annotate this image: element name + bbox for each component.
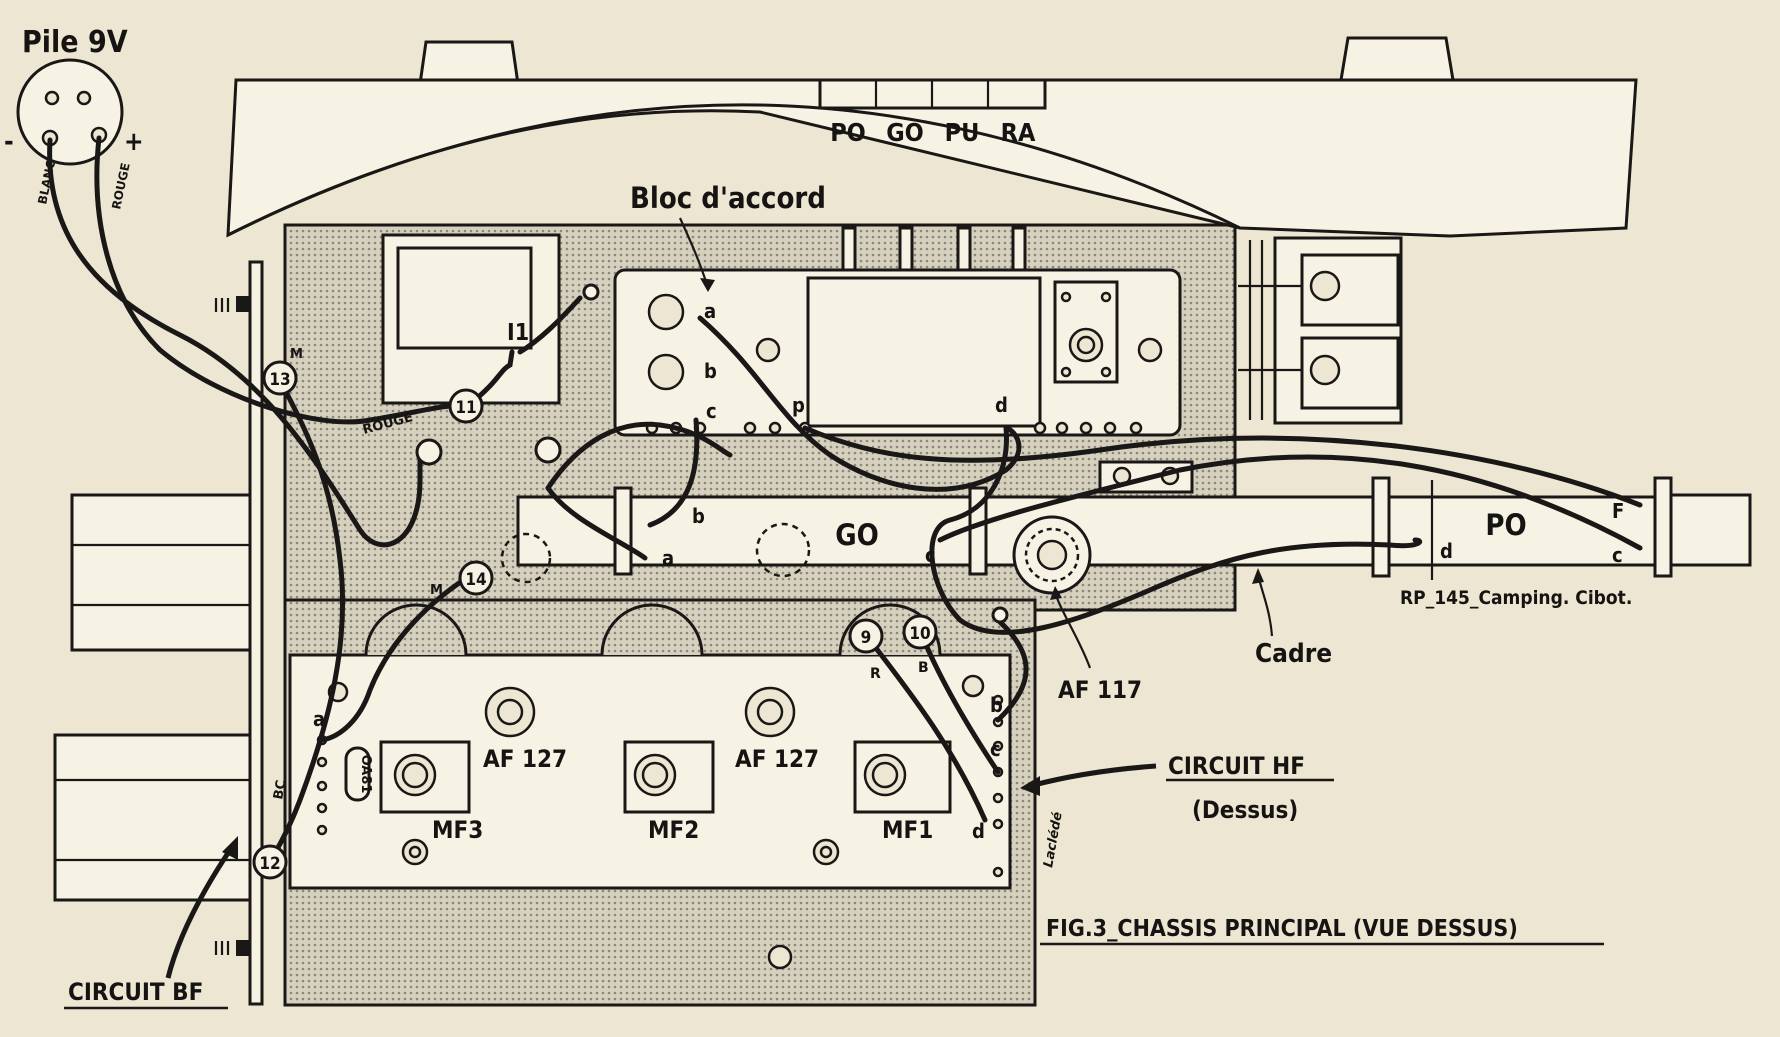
terminal-14: 14: [465, 570, 486, 590]
ferrite-antenna: GO PO: [500, 460, 1752, 584]
mf2-label: MF2: [648, 816, 699, 844]
wire-rouge-label: ROUGE: [109, 162, 133, 211]
component-labels: Bloc d'accord RP_145_Camping. Cibot. Cad…: [64, 181, 1632, 1010]
pin-d-hf: d: [972, 819, 985, 843]
numbered-terminals: 13 11 14 12 9 10: [252, 283, 1009, 880]
mf1-label: MF1: [882, 816, 933, 844]
af127-label-2: AF 127: [735, 745, 819, 773]
terminal-12: 12: [259, 854, 280, 874]
terminal-13: 13: [269, 370, 290, 390]
terminal-11: 11: [455, 398, 476, 418]
switch-pu: PU: [945, 118, 980, 147]
switch-ra: RA: [1001, 118, 1036, 147]
af117-label: AF 117: [1058, 676, 1142, 704]
pin-a-go: a: [662, 546, 674, 570]
switch-labels: PO GO PU RA: [830, 118, 1036, 147]
transformer-i1: I1: [381, 233, 561, 405]
pin-c-bloc: c: [706, 399, 717, 423]
battery-plus: +: [124, 127, 144, 157]
wire-b-label: B: [918, 660, 929, 676]
pin-c-hf: c: [990, 737, 1001, 761]
pin-b-go: b: [692, 504, 705, 528]
circuit-hf-label: CIRCUIT HF: [1168, 752, 1305, 780]
switch-po: PO: [830, 118, 866, 147]
variable-capacitors: [1238, 236, 1403, 425]
wire-r-label: R: [870, 666, 881, 682]
circuit-hf-dessus-label: (Dessus): [1192, 796, 1298, 824]
model-label: RP_145_Camping. Cibot.: [1400, 587, 1632, 609]
af127-label-1: AF 127: [483, 745, 567, 773]
bf-side-plate: [214, 260, 264, 1006]
transformer-label: I1: [507, 320, 529, 346]
battery-connector: Pile 9V - + BLANC ROUGE: [4, 25, 144, 211]
pin-f-po: F: [1612, 499, 1624, 523]
pin-a-hf: a: [313, 707, 325, 731]
pin-b-hf: b: [990, 693, 1003, 717]
terminal-9: 9: [861, 628, 872, 648]
cadre-label: Cadre: [1255, 639, 1332, 669]
signature: Laclédé: [1041, 811, 1066, 869]
wire-m-label-top: M: [290, 347, 303, 362]
pin-c-po: c: [1612, 543, 1623, 567]
pin-d-po: d: [1440, 539, 1453, 563]
battery-minus: -: [4, 127, 14, 157]
pin-letters: a b c p d b a c d F c a b c d M M ROUGE …: [271, 299, 1624, 843]
pin-a-bloc: a: [704, 299, 716, 323]
bloc-accord-label: Bloc d'accord: [630, 181, 826, 215]
af117-transistor: [1012, 515, 1092, 595]
diode-oa81-label: OA81: [358, 755, 373, 794]
bloc-accord-block: [613, 268, 1182, 437]
figure-caption: FIG.3_CHASSIS PRINCIPAL (VUE DESSUS): [1046, 916, 1518, 942]
circuit-bf-label: CIRCUIT BF: [68, 978, 203, 1006]
terminal-10: 10: [909, 624, 930, 644]
pin-d-bloc: d: [995, 393, 1008, 417]
hf-circuit-board: OA81: [288, 603, 1012, 970]
left-side-brackets: [53, 493, 254, 902]
wire-bc-label: BC: [271, 779, 289, 801]
wire-m-label-mid: M: [430, 583, 443, 598]
go-coil-label: GO: [835, 518, 879, 552]
mf3-label: MF3: [432, 816, 483, 844]
pin-c-go: c: [925, 543, 936, 567]
wiring: [47, 135, 1643, 865]
front-panel: [226, 36, 1638, 238]
pin-b-bloc: b: [704, 359, 717, 383]
pin-p: p: [792, 393, 805, 417]
po-coil-label: PO: [1485, 508, 1526, 542]
battery-label: Pile 9V: [22, 25, 128, 60]
switch-go: GO: [886, 118, 924, 147]
